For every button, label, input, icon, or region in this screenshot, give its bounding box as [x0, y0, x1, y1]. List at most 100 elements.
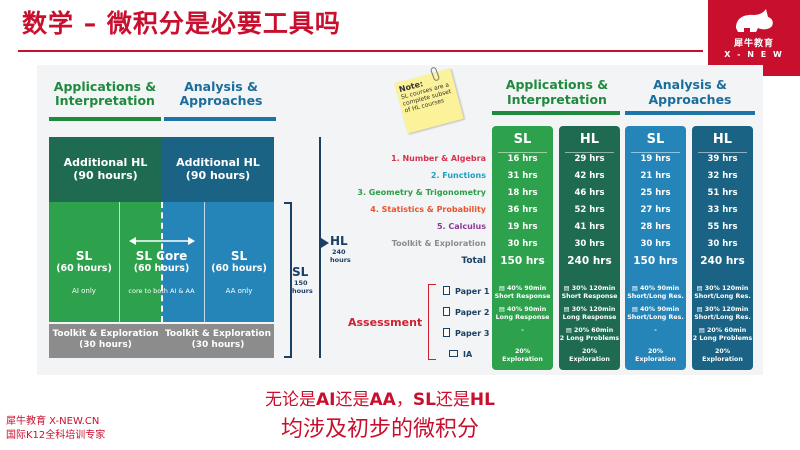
conclusion-line-1: 无论是AI还是AA，SL还是HL [265, 390, 495, 410]
diagram-ai-underline [49, 117, 161, 121]
ai-toolkit-box: Toolkit & Exploration (30 hours) [49, 324, 162, 358]
ai-sl-note: AI only [72, 287, 96, 295]
assessment-cell-line: - [654, 327, 657, 334]
paper-label-text: Paper 1 [455, 287, 490, 296]
topic-label: 1. Number & Algebra [391, 154, 486, 163]
assessment-cell-line: Short/Long Res. [627, 292, 684, 300]
hours-cell: 33 hrs [707, 205, 738, 215]
column-separator [498, 152, 547, 153]
topic-label: 3. Geometry & Trigonometry [357, 188, 486, 197]
ai-sl-box [49, 202, 119, 322]
assessment-cell-line: Long Response [495, 313, 550, 321]
hours-cell: 16 hrs [507, 154, 538, 164]
assessment-cell-line: ▤ 40% 90min [498, 285, 547, 292]
aa-sl-note: AA only [225, 287, 253, 295]
column-header: HL [579, 132, 600, 147]
diagram-aa-underline [164, 117, 276, 121]
hl-bracket-label: HL 240 hours [330, 234, 351, 264]
curriculum-panel: Applications & Interpretation Analysis &… [37, 65, 763, 375]
table-ai-underline [492, 111, 620, 115]
assessment-cell-line: ▤ 20% 60min [698, 327, 747, 334]
assessment-cell-line: 2 Long Problems [692, 334, 753, 342]
sl-bracket-label: SL 150 hours [292, 265, 313, 295]
ai-sl-hours: (60 hours) [56, 263, 112, 274]
hours-cell: 240 hrs [700, 255, 745, 267]
table-aa-underline [625, 111, 755, 115]
brand-logo: 犀牛教育 X - N E W [708, 0, 800, 76]
assessment-cell: - [625, 327, 686, 335]
ai-additional-hl-box: Additional HL (90 hours) [49, 137, 162, 202]
assessment-cell-line: Exploration [502, 355, 543, 363]
paper-label: Paper 1 [443, 286, 490, 296]
hours-cell: 29 hrs [574, 154, 605, 164]
hours-cell: 28 hrs [640, 222, 671, 232]
sl-bracket [284, 202, 292, 358]
hours-cell: 55 hrs [707, 222, 738, 232]
paper-label-text: IA [463, 350, 473, 359]
core-dashed-divider [161, 202, 163, 322]
conclusion-line-2: 均涉及初步的微积分 [280, 417, 479, 442]
hours-cell: 150 hrs [500, 255, 545, 267]
double-arrow-icon [129, 237, 195, 245]
assessment-cell-line: ▤ 30% 120min [696, 306, 749, 313]
table-aa-header: Analysis & Approaches [648, 77, 732, 107]
hours-cell: 30 hrs [640, 239, 671, 249]
rhino-icon [736, 9, 773, 32]
assessment-brace [428, 284, 436, 360]
hl-bracket-line [319, 137, 321, 358]
hours-cell: 39 hrs [707, 154, 738, 164]
assessment-cell: - [492, 327, 553, 335]
hours-cell: 52 hrs [574, 205, 605, 215]
monitor-icon [449, 350, 458, 357]
column-separator [631, 152, 680, 153]
sl-core-title: SL Core [135, 249, 188, 263]
hours-cell: 19 hrs [640, 154, 671, 164]
assessment-cell-line: Exploration [702, 355, 743, 363]
assessment-label: Assessment [348, 316, 423, 329]
assessment-cell-line: ▤ 20% 60min [565, 327, 614, 334]
aa-sl-box [204, 202, 274, 322]
column-header: SL [513, 132, 532, 147]
hours-cell: 19 hrs [507, 222, 538, 232]
divider [204, 202, 205, 322]
document-icon [443, 286, 450, 295]
paper-label: Paper 2 [443, 307, 490, 317]
paper-label-text: Paper 2 [455, 308, 490, 317]
hours-cell: 46 hrs [574, 188, 605, 198]
hours-cell: 31 hrs [507, 171, 538, 181]
assessment-cell-line: 20% [714, 348, 731, 355]
assessment-cell: 20%Exploration [492, 348, 553, 363]
assessment-cell-line: ▤ 40% 90min [631, 306, 680, 313]
assessment-cell-line: Long Response [562, 313, 617, 321]
assessment-cell-line: Short Response [494, 292, 551, 300]
assessment-cell-line: 2 Long Problems [559, 334, 620, 342]
assessment-cell-line: Exploration [635, 355, 676, 363]
assessment-cell-line: ▤ 40% 90min [631, 285, 680, 292]
hours-cell: 25 hrs [640, 188, 671, 198]
hours-cell: 51 hrs [707, 188, 738, 198]
hours-cell: 240 hrs [567, 255, 612, 267]
paper-label: IA [449, 350, 472, 359]
sticky-note: Note: SL courses are a complete subset o… [394, 68, 464, 134]
document-icon [443, 307, 450, 316]
topic-label: Total [461, 256, 486, 266]
topic-label: 4. Statistics & Probability [370, 205, 486, 214]
sl-core-note: core to both AI & AA [128, 287, 195, 295]
column-separator [565, 152, 614, 153]
ai-sl-title: SL [75, 249, 93, 263]
assessment-cell: 20%Exploration [559, 348, 620, 363]
logo-name-cn: 犀牛教育 [733, 39, 774, 49]
divider [119, 202, 120, 322]
hours-cell: 32 hrs [707, 171, 738, 181]
hours-cell: 27 hrs [640, 205, 671, 215]
assessment-cell-line: 20% [647, 348, 664, 355]
assessment-cell-line: 20% [514, 348, 531, 355]
